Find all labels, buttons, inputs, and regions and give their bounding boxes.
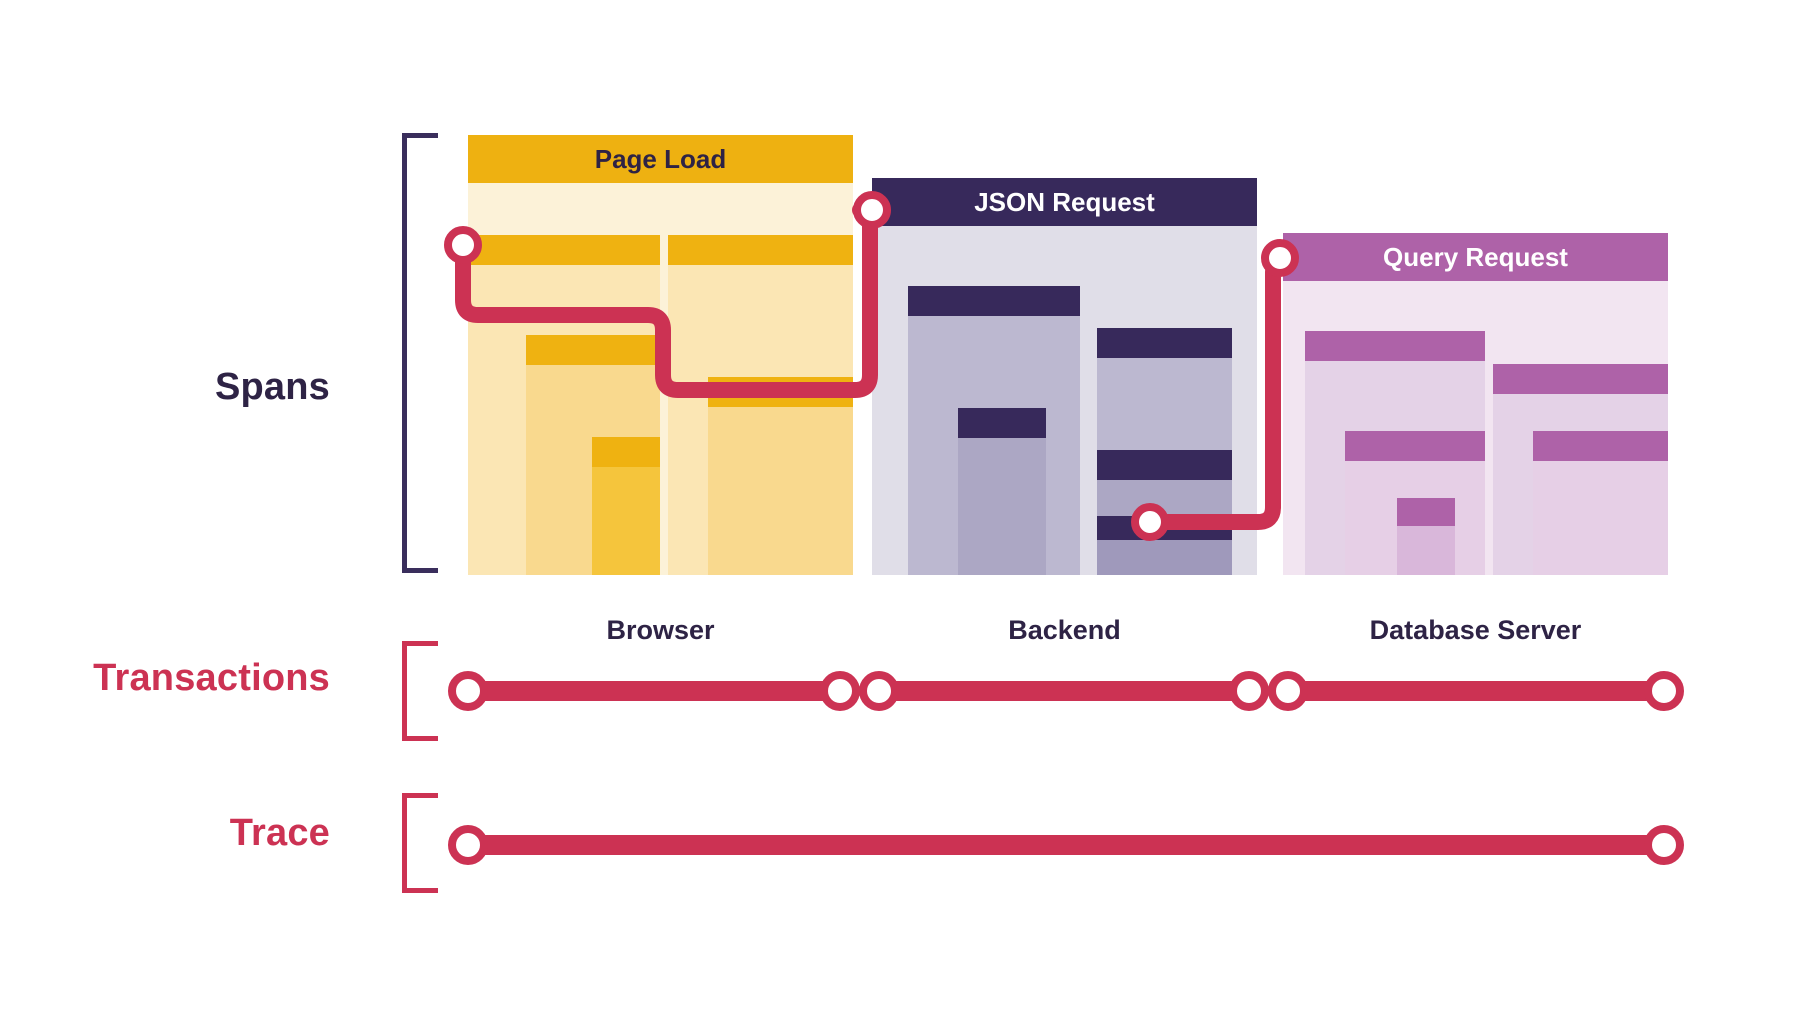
span-cap-db-grandchild-a xyxy=(1345,431,1485,461)
span-backend-leaf xyxy=(1097,516,1232,575)
transaction-node-backend-start[interactable] xyxy=(859,671,899,711)
transaction-node-backend-end[interactable] xyxy=(1229,671,1269,711)
span-db-leaf xyxy=(1397,498,1455,575)
span-cap-backend-grandchild-a xyxy=(958,408,1046,438)
service-caption-browser: Browser xyxy=(606,615,715,645)
trace-node-end[interactable] xyxy=(1644,825,1684,865)
service-group-backend: JSON Request xyxy=(872,178,1257,575)
span-cap-backend-leaf xyxy=(1097,516,1232,540)
span-cap-db-child-b xyxy=(1493,364,1668,394)
row-label-transactions: Transactions xyxy=(93,657,330,699)
service-header-browser: Page Load xyxy=(468,135,853,183)
service-group-database: Query Request xyxy=(1283,233,1668,575)
span-cap-db-child-a xyxy=(1305,331,1485,361)
bracket-spans xyxy=(402,133,438,573)
span-cap-browser-child-b xyxy=(668,235,853,265)
trace-node-start[interactable] xyxy=(448,825,488,865)
span-cap-db-leaf xyxy=(1397,498,1455,526)
span-cap-browser-leaf-a xyxy=(592,437,660,467)
bracket-transactions xyxy=(402,641,438,741)
transactions-timeline xyxy=(448,671,1684,711)
bracket-trace xyxy=(402,793,438,893)
span-cap-browser-grandchild-a xyxy=(526,335,660,365)
transaction-node-browser-end[interactable] xyxy=(820,671,860,711)
span-cap-db-grandchild-b xyxy=(1533,431,1668,461)
service-group-browser: Page Load xyxy=(468,135,853,575)
span-db-grandchild-b xyxy=(1533,431,1668,575)
transaction-node-database-start[interactable] xyxy=(1268,671,1308,711)
transaction-node-browser-start[interactable] xyxy=(448,671,488,711)
span-cap-backend-child-a xyxy=(908,286,1080,316)
row-label-trace: Trace xyxy=(229,812,330,854)
service-header-backend: JSON Request xyxy=(872,178,1257,226)
service-caption-database: Database Server xyxy=(1369,615,1582,645)
span-cap-backend-child-b xyxy=(1097,328,1232,358)
row-label-spans: Spans xyxy=(214,366,330,408)
span-cap-browser-child-a xyxy=(468,235,660,265)
span-cap-browser-grandchild-b xyxy=(708,377,853,407)
span-browser-leaf-a xyxy=(592,437,660,575)
trace-timeline xyxy=(448,825,1684,865)
service-header-database: Query Request xyxy=(1283,233,1668,281)
service-caption-backend: Backend xyxy=(1008,615,1121,645)
span-cap-backend-grandchild-b xyxy=(1097,450,1232,480)
transaction-node-database-end[interactable] xyxy=(1644,671,1684,711)
span-backend-grandchild-a xyxy=(958,408,1046,575)
span-browser-grandchild-b xyxy=(708,377,853,575)
